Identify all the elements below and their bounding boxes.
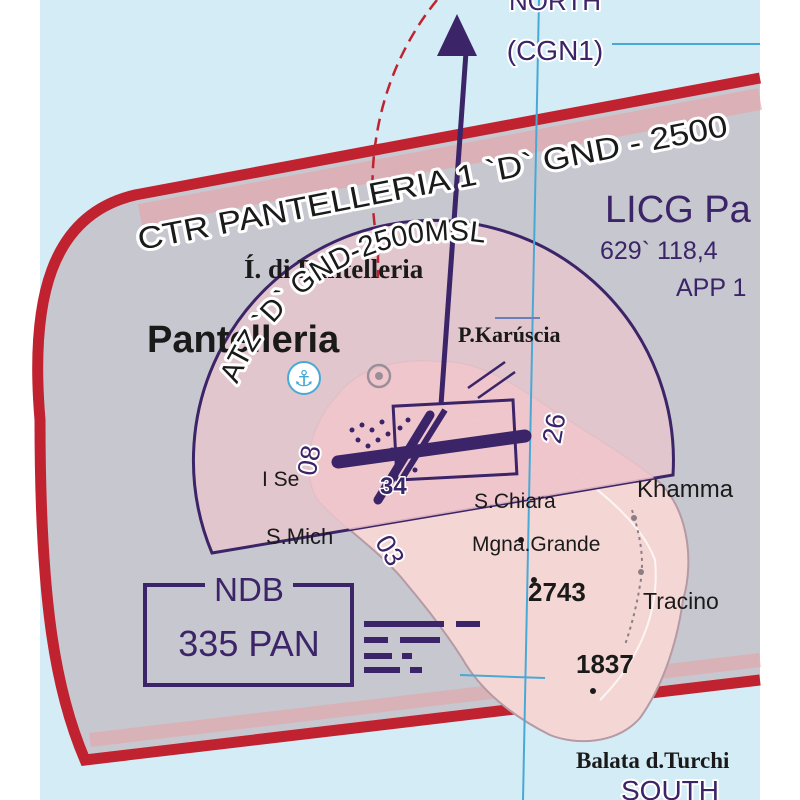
karuscia-label: P.Karúscia: [458, 322, 560, 347]
tracino-label: Tracino: [643, 588, 719, 614]
runway-08-26: [331, 429, 532, 469]
reporting-point-code: (CGN1): [507, 35, 603, 66]
ndb-morse-icon: [364, 621, 480, 673]
ndb-type: NDB: [214, 571, 284, 608]
vfr-route-line: [438, 51, 469, 406]
balata-label: Balata d.Turchi: [576, 748, 730, 773]
mgna-grande-label: Mgna.Grande: [472, 533, 600, 556]
svg-text:⚓: ⚓: [294, 366, 314, 391]
i-se-label: I Se: [262, 468, 299, 491]
obstacle-circle-icon: [366, 363, 392, 389]
island-name: Pantelleria: [147, 319, 340, 361]
s-chiara-label: S.Chiara: [474, 490, 556, 513]
spot-elevation-2743-dot: [531, 577, 537, 583]
spot-elevation-1837: 1837: [576, 649, 634, 679]
runway-end-26: 26: [537, 411, 572, 446]
harbour-anchor-icon: ⚓: [287, 361, 321, 395]
s-mich-label: S.Mich: [266, 524, 333, 549]
airport-elevation: 34: [380, 473, 407, 500]
isola-label: Í. di Pantelleria: [244, 254, 424, 284]
reporting-point-triangle-icon: [437, 14, 477, 56]
ndb-ident: 335 PAN: [178, 623, 319, 664]
airport-icao: LICG Pa: [605, 189, 752, 231]
approach-frequency: APP 1: [676, 274, 746, 302]
reporting-point-name: NORTH: [509, 0, 601, 16]
meridian-line: [522, 0, 540, 800]
runway-03: [373, 410, 435, 505]
spot-elevation-2743: 2743: [528, 577, 586, 607]
airport-taxiway-dots: [349, 417, 418, 473]
dashed-approach-route: [371, 0, 438, 278]
ctr-border: [32, 72, 762, 766]
spot-elevation-1837-dot: [590, 688, 596, 694]
khamma-label: Khamma: [637, 476, 734, 503]
airport-frequency: 629` 118,4: [600, 237, 718, 265]
runway-end-08: 08: [292, 443, 327, 478]
ndb-frame: [143, 583, 354, 687]
south-reporting-point: SOUTH: [621, 775, 719, 800]
